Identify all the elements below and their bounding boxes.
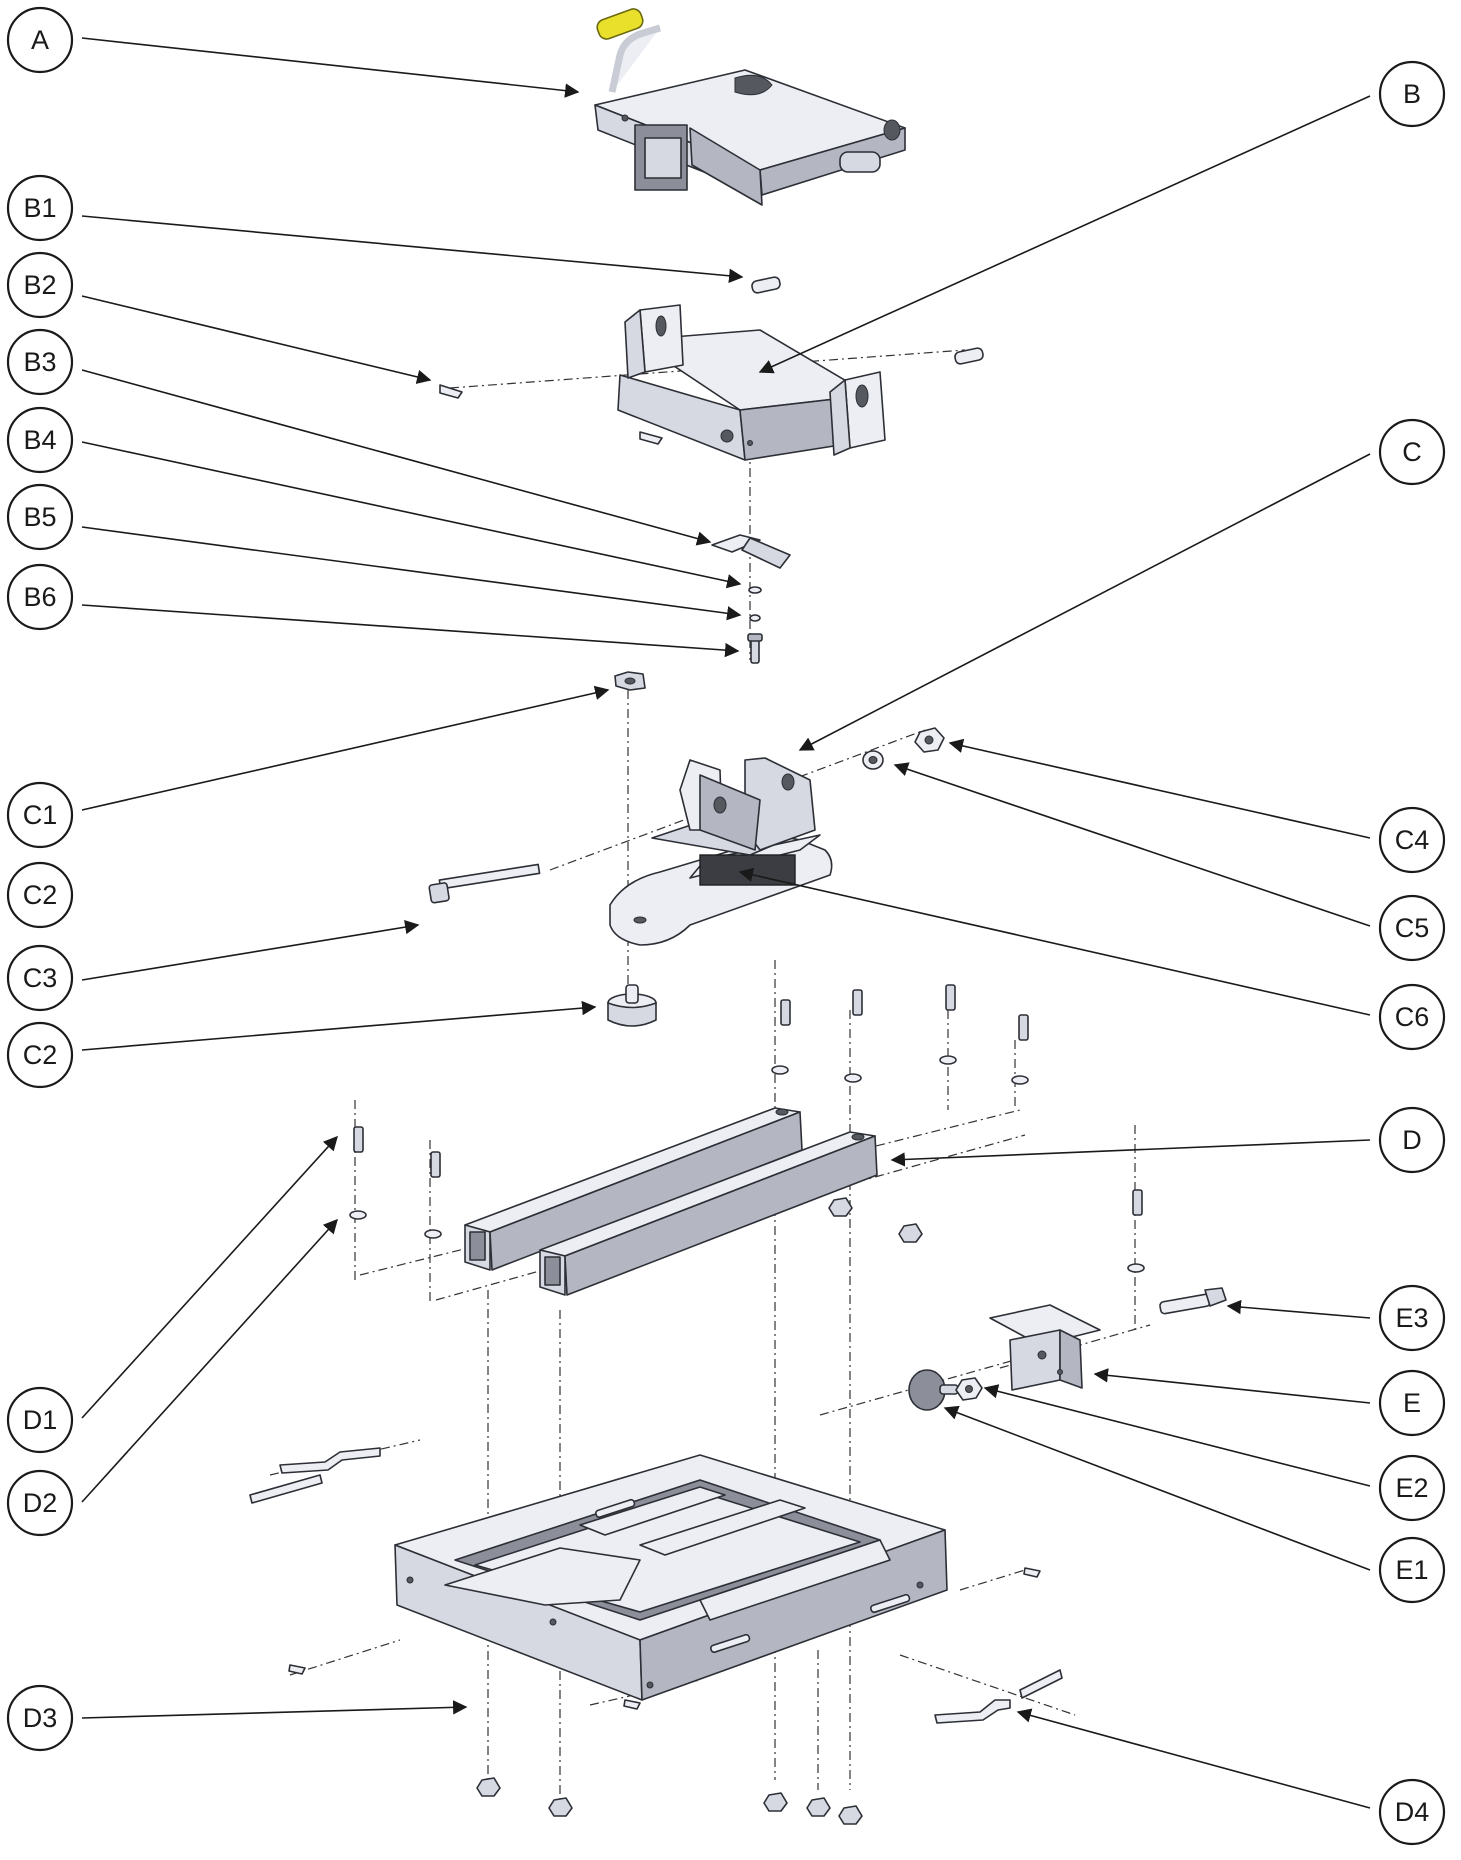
- callout-label-e1: E1: [1395, 1555, 1428, 1585]
- callout-label-c2-bottom: C2: [23, 1040, 58, 1070]
- part-d-rails: [464, 1107, 878, 1296]
- part-d3-nuts: [476, 1197, 923, 1825]
- callout-d3: D3: [6, 1684, 74, 1752]
- callout-d2: D2: [6, 1469, 74, 1537]
- callout-label-b2: B2: [23, 270, 56, 300]
- callout-d: D: [1378, 1106, 1446, 1174]
- callout-label-c3: C3: [23, 963, 58, 993]
- part-a-coupler-head: [594, 8, 906, 206]
- callout-label-b1: B1: [23, 193, 56, 223]
- callout-c2-top: C2: [6, 861, 74, 929]
- part-e2-nut: [955, 1377, 983, 1401]
- part-c5-washer: [862, 750, 884, 770]
- callout-b3: B3: [6, 328, 74, 396]
- callout-label-e3: E3: [1395, 1303, 1428, 1333]
- callout-label-b3: B3: [23, 347, 56, 377]
- callout-label-c2-top: C2: [23, 880, 58, 910]
- callout-b1: B1: [6, 174, 74, 242]
- callout-c3: C3: [6, 944, 74, 1012]
- callout-b: B: [1378, 60, 1446, 128]
- callout-c: C: [1378, 418, 1446, 486]
- part-e-bracket: [989, 1304, 1101, 1391]
- callout-a: A: [6, 6, 74, 74]
- part-b-cradle: [617, 304, 886, 461]
- callout-b2: B2: [6, 251, 74, 319]
- callout-label-d3: D3: [23, 1703, 58, 1733]
- callout-b4: B4: [6, 406, 74, 474]
- callout-e2: E2: [1378, 1454, 1446, 1522]
- callout-d1: D1: [6, 1386, 74, 1454]
- callout-label-d1: D1: [23, 1405, 58, 1435]
- callout-b6: B6: [6, 563, 74, 631]
- callout-label-a: A: [31, 25, 49, 55]
- base-frame: [394, 1454, 948, 1701]
- callout-e: E: [1378, 1369, 1446, 1437]
- callout-label-b5: B5: [23, 502, 56, 532]
- leader-lines: [81, 37, 1371, 1809]
- part-d4-pins: [249, 1447, 1063, 1724]
- callout-label-d2: D2: [23, 1488, 58, 1518]
- part-b2-clips: [439, 384, 663, 445]
- callout-c4: C4: [1378, 806, 1446, 874]
- callout-label-e2: E2: [1395, 1473, 1428, 1503]
- callout-label-c1: C1: [23, 800, 58, 830]
- part-b1-pins: [751, 276, 984, 365]
- callout-b5: B5: [6, 483, 74, 551]
- callout-e1: E1: [1378, 1536, 1446, 1604]
- callout-label-b: B: [1403, 79, 1421, 109]
- callout-label-c5: C5: [1395, 913, 1430, 943]
- callout-label-d: D: [1402, 1125, 1422, 1155]
- part-d2-washers: [349, 1055, 1145, 1273]
- callout-label-c6: C6: [1395, 1002, 1430, 1032]
- part-d1-bolts: [353, 984, 1143, 1216]
- part-c2-bumper: [607, 984, 657, 1027]
- part-b5-lock-washer: [749, 614, 761, 622]
- callout-e3: E3: [1378, 1284, 1446, 1352]
- part-c3-long-bolt: [428, 863, 541, 904]
- callout-label-d4: D4: [1395, 1797, 1430, 1827]
- callout-label-b6: B6: [23, 582, 56, 612]
- part-c4-nut: [914, 727, 945, 753]
- part-c1-nut: [614, 671, 646, 691]
- part-b3-latch-plate: [711, 534, 791, 569]
- part-b4-washer: [748, 586, 762, 594]
- callout-c2-bottom: C2: [6, 1021, 74, 1089]
- callout-label-c4: C4: [1395, 825, 1430, 855]
- callout-d4: D4: [1378, 1778, 1446, 1846]
- callout-c6: C6: [1378, 983, 1446, 1051]
- callout-label-e: E: [1403, 1388, 1421, 1418]
- callout-label-b4: B4: [23, 425, 56, 455]
- callout-c5: C5: [1378, 894, 1446, 962]
- part-e3-bolt: [1159, 1287, 1227, 1315]
- callout-label-c: C: [1402, 437, 1422, 467]
- part-b6-bolt: [747, 633, 763, 664]
- part-e1-knob: [908, 1369, 959, 1411]
- callout-c1: C1: [6, 781, 74, 849]
- part-c-pivot-base: [609, 757, 833, 946]
